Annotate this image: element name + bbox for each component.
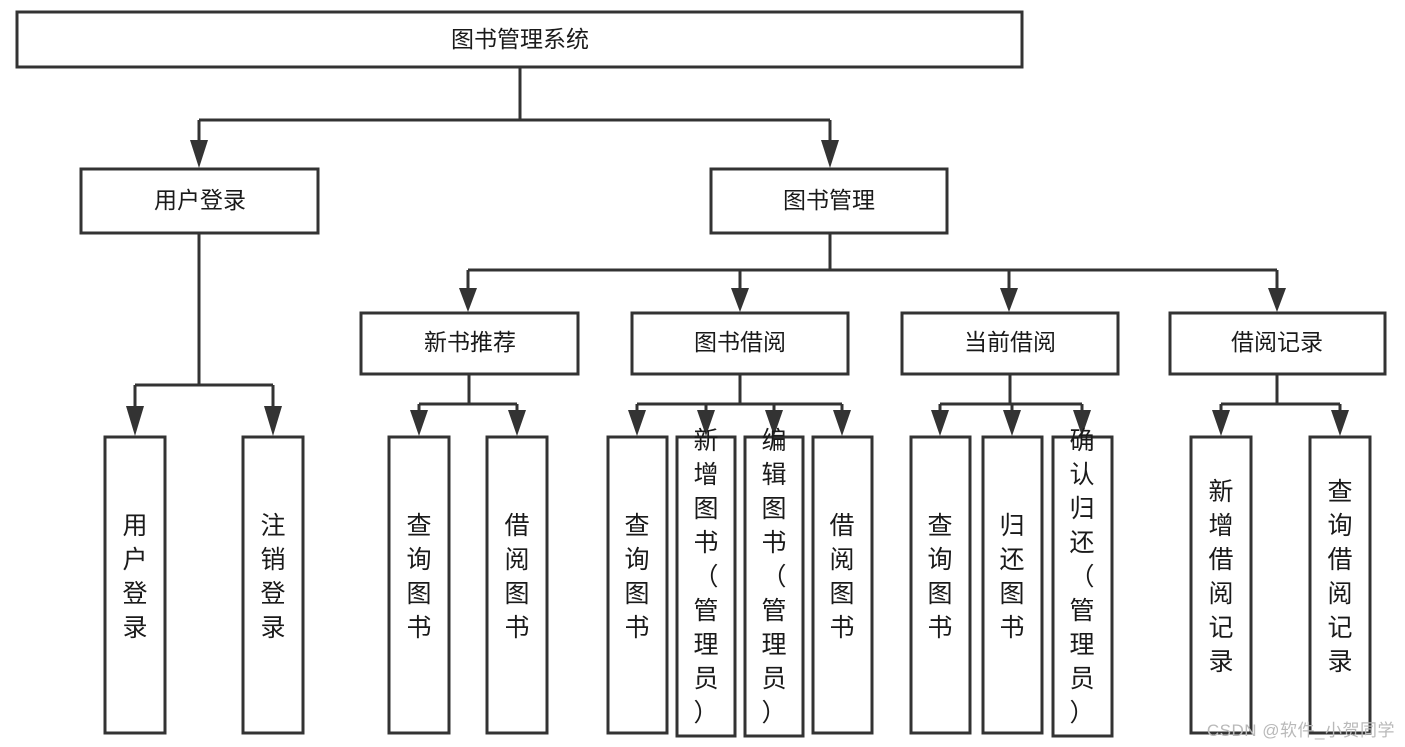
node-root[interactable]: 图书管理系统: [15, 10, 1024, 69]
arrow-to-leaf-user-login: [126, 406, 144, 436]
node-current-borrow[interactable]: 当前借阅: [900, 311, 1120, 376]
node-leaf-confirm-return[interactable]: 确认归还（管理员）: [1051, 427, 1114, 738]
node-book-borrow-box[interactable]: [630, 311, 850, 376]
node-leaf-query-book-2-label: 查询图书: [624, 512, 649, 642]
arrow-to-leaf-query-book-2: [628, 410, 646, 436]
node-leaf-logout-box[interactable]: [241, 435, 305, 735]
node-leaf-logout-label: 注销登录: [260, 512, 285, 642]
node-leaf-borrow-book-1[interactable]: 借阅图书: [485, 435, 549, 735]
node-leaf-edit-book-label: 编辑图书（管理员）: [761, 427, 786, 727]
node-leaf-add-record-box[interactable]: [1189, 435, 1253, 735]
node-book-management[interactable]: 图书管理: [709, 167, 949, 235]
node-leaf-query-book-2-box[interactable]: [606, 435, 669, 735]
arrow-to-leaf-borrow-book-2: [833, 410, 851, 436]
connector-layer: [126, 67, 1349, 436]
arrow-to-leaf-add-record: [1212, 410, 1230, 436]
node-leaf-confirm-return-box[interactable]: [1051, 435, 1114, 738]
node-book-management-label: 图书管理: [783, 187, 875, 213]
arrow-to-book-management: [821, 140, 839, 168]
arrow-to-leaf-confirm-return: [1073, 410, 1091, 436]
arrow-to-leaf-return-book: [1003, 410, 1021, 436]
node-leaf-query-book-2[interactable]: 查询图书: [606, 435, 669, 735]
node-borrow-records-label: 借阅记录: [1231, 329, 1323, 355]
node-book-borrow-label: 图书借阅: [694, 329, 786, 355]
node-leaf-query-record-label: 查询借阅记录: [1327, 478, 1352, 676]
node-leaf-borrow-book-2[interactable]: 借阅图书: [811, 435, 874, 735]
node-leaf-user-login-label: 用户登录: [122, 512, 147, 642]
node-leaf-edit-book-box[interactable]: [743, 435, 805, 738]
node-new-book-recommend-label: 新书推荐: [424, 329, 516, 355]
node-leaf-user-login-box[interactable]: [103, 435, 167, 735]
node-leaf-return-book[interactable]: 归还图书: [981, 435, 1044, 735]
csdn-watermark: CSDN @软件_小贺同学: [1206, 721, 1395, 740]
node-book-management-box[interactable]: [709, 167, 949, 235]
arrow-to-leaf-query-book-1: [410, 410, 428, 436]
node-leaf-query-book-1-label: 查询图书: [406, 512, 431, 642]
node-leaf-query-book-3[interactable]: 查询图书: [909, 435, 972, 735]
node-user-login-label: 用户登录: [154, 187, 246, 213]
node-leaf-user-login[interactable]: 用户登录: [103, 435, 167, 735]
node-leaf-add-book-label: 新增图书（管理员）: [693, 427, 718, 727]
node-current-borrow-box[interactable]: [900, 311, 1120, 376]
node-leaf-borrow-book-2-box[interactable]: [811, 435, 874, 735]
arrow-to-leaf-query-record: [1331, 410, 1349, 436]
node-user-login[interactable]: 用户登录: [79, 167, 320, 235]
node-new-book-recommend-box[interactable]: [359, 311, 580, 376]
node-borrow-records[interactable]: 借阅记录: [1168, 311, 1387, 376]
node-leaf-borrow-book-2-label: 借阅图书: [829, 512, 854, 642]
node-current-borrow-label: 当前借阅: [964, 329, 1056, 355]
node-layer: 图书管理系统 用户登录 图书管理 新书推荐 图书借阅: [15, 10, 1387, 738]
node-leaf-query-record[interactable]: 查询借阅记录: [1308, 435, 1372, 735]
arrow-to-leaf-borrow-book-1: [508, 410, 526, 436]
arrow-to-new-book-recommend: [459, 288, 477, 312]
node-leaf-query-book-1[interactable]: 查询图书: [387, 435, 451, 735]
node-root-label: 图书管理系统: [451, 26, 589, 52]
node-leaf-add-book[interactable]: 新增图书（管理员）: [675, 427, 737, 738]
node-leaf-query-book-3-label: 查询图书: [927, 512, 952, 642]
node-leaf-add-book-box[interactable]: [675, 435, 737, 738]
node-new-book-recommend[interactable]: 新书推荐: [359, 311, 580, 376]
node-leaf-logout[interactable]: 注销登录: [241, 435, 305, 735]
node-root-box[interactable]: [15, 10, 1024, 69]
node-leaf-add-record-label: 新增借阅记录: [1208, 478, 1233, 676]
arrow-to-leaf-add-book: [697, 410, 715, 436]
arrow-to-book-borrow: [731, 288, 749, 312]
arrow-to-current-borrow: [1000, 288, 1018, 312]
node-leaf-query-book-3-box[interactable]: [909, 435, 972, 735]
arrow-to-leaf-query-book-3: [931, 410, 949, 436]
arrow-to-borrow-records: [1268, 288, 1286, 312]
node-borrow-records-box[interactable]: [1168, 311, 1387, 376]
arrow-to-user-login: [190, 140, 208, 168]
node-book-borrow[interactable]: 图书借阅: [630, 311, 850, 376]
node-leaf-confirm-return-label: 确认归还（管理员）: [1069, 427, 1094, 727]
node-leaf-query-record-box[interactable]: [1308, 435, 1372, 735]
node-leaf-return-book-box[interactable]: [981, 435, 1044, 735]
node-leaf-return-book-label: 归还图书: [999, 512, 1024, 642]
node-leaf-add-record[interactable]: 新增借阅记录: [1189, 435, 1253, 735]
arrow-to-leaf-edit-book: [765, 410, 783, 436]
node-user-login-box[interactable]: [79, 167, 320, 235]
node-leaf-borrow-book-1-box[interactable]: [485, 435, 549, 735]
node-leaf-query-book-1-box[interactable]: [387, 435, 451, 735]
node-leaf-edit-book[interactable]: 编辑图书（管理员）: [743, 427, 805, 738]
arrow-to-leaf-logout: [264, 406, 282, 436]
node-leaf-borrow-book-1-label: 借阅图书: [504, 512, 529, 642]
